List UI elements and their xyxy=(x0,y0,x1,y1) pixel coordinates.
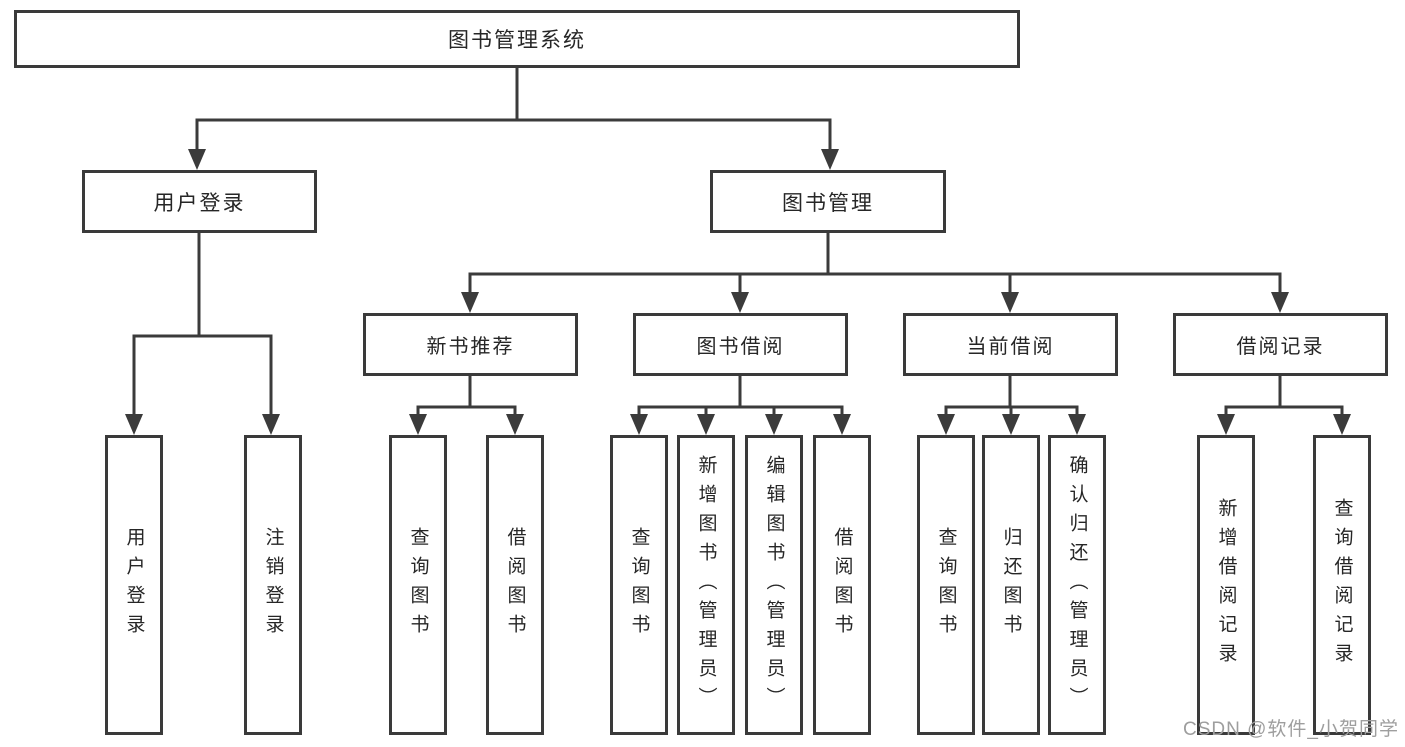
leaf-borrow-books-borrowing: 借阅图书 xyxy=(813,435,871,735)
leaf-label: 编辑图书（管理员） xyxy=(763,454,785,716)
leaf-query-books-current: 查询图书 xyxy=(917,435,975,735)
leaf-confirm-return-admin: 确认归还（管理员） xyxy=(1048,435,1106,735)
leaf-label: 借阅图书 xyxy=(504,527,526,643)
node-label: 借阅记录 xyxy=(1236,336,1325,358)
node-library-management-system: 图书管理系统 xyxy=(14,10,1020,68)
leaf-label: 查询图书 xyxy=(407,527,429,643)
arrow-head xyxy=(461,292,479,313)
arrow-head xyxy=(1217,414,1235,435)
csdn-watermark: CSDN @软件_小贺同学 xyxy=(1183,719,1399,740)
connector-user-login-branch xyxy=(132,231,273,418)
leaf-label: 新增图书（管理员） xyxy=(695,454,717,716)
arrow-head xyxy=(630,414,648,435)
connector-borrowing-records-branch xyxy=(1224,374,1344,418)
leaf-add-book-admin: 新增图书（管理员） xyxy=(677,435,735,735)
arrow-head xyxy=(409,414,427,435)
arrow-head xyxy=(937,414,955,435)
connector-book-management-branch xyxy=(468,231,1282,296)
arrow-head xyxy=(765,414,783,435)
connector-root xyxy=(195,66,832,153)
leaf-edit-book-admin: 编辑图书（管理员） xyxy=(745,435,803,735)
connector-book-borrowing-branch xyxy=(637,374,844,418)
leaf-label: 归还图书 xyxy=(1000,527,1022,643)
arrow-head xyxy=(697,414,715,435)
node-label: 图书管理系统 xyxy=(448,29,586,52)
arrow-head xyxy=(188,149,206,170)
leaf-borrow-books-recommend: 借阅图书 xyxy=(486,435,544,735)
node-label: 图书管理 xyxy=(782,191,874,215)
node-new-book-recommendation: 新书推荐 xyxy=(363,313,578,376)
node-book-management-branch: 图书管理 xyxy=(710,170,946,233)
arrow-head xyxy=(1001,292,1019,313)
leaf-logout: 注销登录 xyxy=(244,435,302,735)
arrow-head xyxy=(731,292,749,313)
node-label: 新书推荐 xyxy=(426,336,515,358)
arrow-head xyxy=(1271,292,1289,313)
node-label: 当前借阅 xyxy=(966,336,1055,358)
leaf-label: 用户登录 xyxy=(123,527,145,643)
node-label: 图书借阅 xyxy=(696,336,785,358)
leaf-label: 新增借阅记录 xyxy=(1215,498,1237,672)
connector-new-book-recommendation-branch xyxy=(416,374,517,418)
node-current-borrowing: 当前借阅 xyxy=(903,313,1118,376)
leaf-user-login: 用户登录 xyxy=(105,435,163,735)
leaf-label: 借阅图书 xyxy=(831,527,853,643)
arrow-head xyxy=(833,414,851,435)
leaf-query-books-borrowing: 查询图书 xyxy=(610,435,668,735)
node-label: 用户登录 xyxy=(153,191,246,215)
leaf-label: 查询借阅记录 xyxy=(1331,498,1353,672)
arrow-head xyxy=(1068,414,1086,435)
leaf-query-books-recommend: 查询图书 xyxy=(389,435,447,735)
arrow-head xyxy=(262,414,280,435)
leaf-label: 查询图书 xyxy=(628,527,650,643)
node-book-borrowing: 图书借阅 xyxy=(633,313,848,376)
leaf-label: 确认归还（管理员） xyxy=(1066,454,1088,716)
node-user-login-branch: 用户登录 xyxy=(82,170,317,233)
connector-current-borrowing-branch xyxy=(944,374,1079,418)
leaf-query-borrow-record: 查询借阅记录 xyxy=(1313,435,1371,735)
arrow-head xyxy=(1002,414,1020,435)
node-borrowing-records: 借阅记录 xyxy=(1173,313,1388,376)
arrow-head xyxy=(821,149,839,170)
leaf-add-borrow-record: 新增借阅记录 xyxy=(1197,435,1255,735)
arrow-head xyxy=(125,414,143,435)
leaf-label: 查询图书 xyxy=(935,527,957,643)
leaf-return-book: 归还图书 xyxy=(982,435,1040,735)
leaf-label: 注销登录 xyxy=(262,527,284,643)
arrow-head xyxy=(1333,414,1351,435)
arrow-head xyxy=(506,414,524,435)
